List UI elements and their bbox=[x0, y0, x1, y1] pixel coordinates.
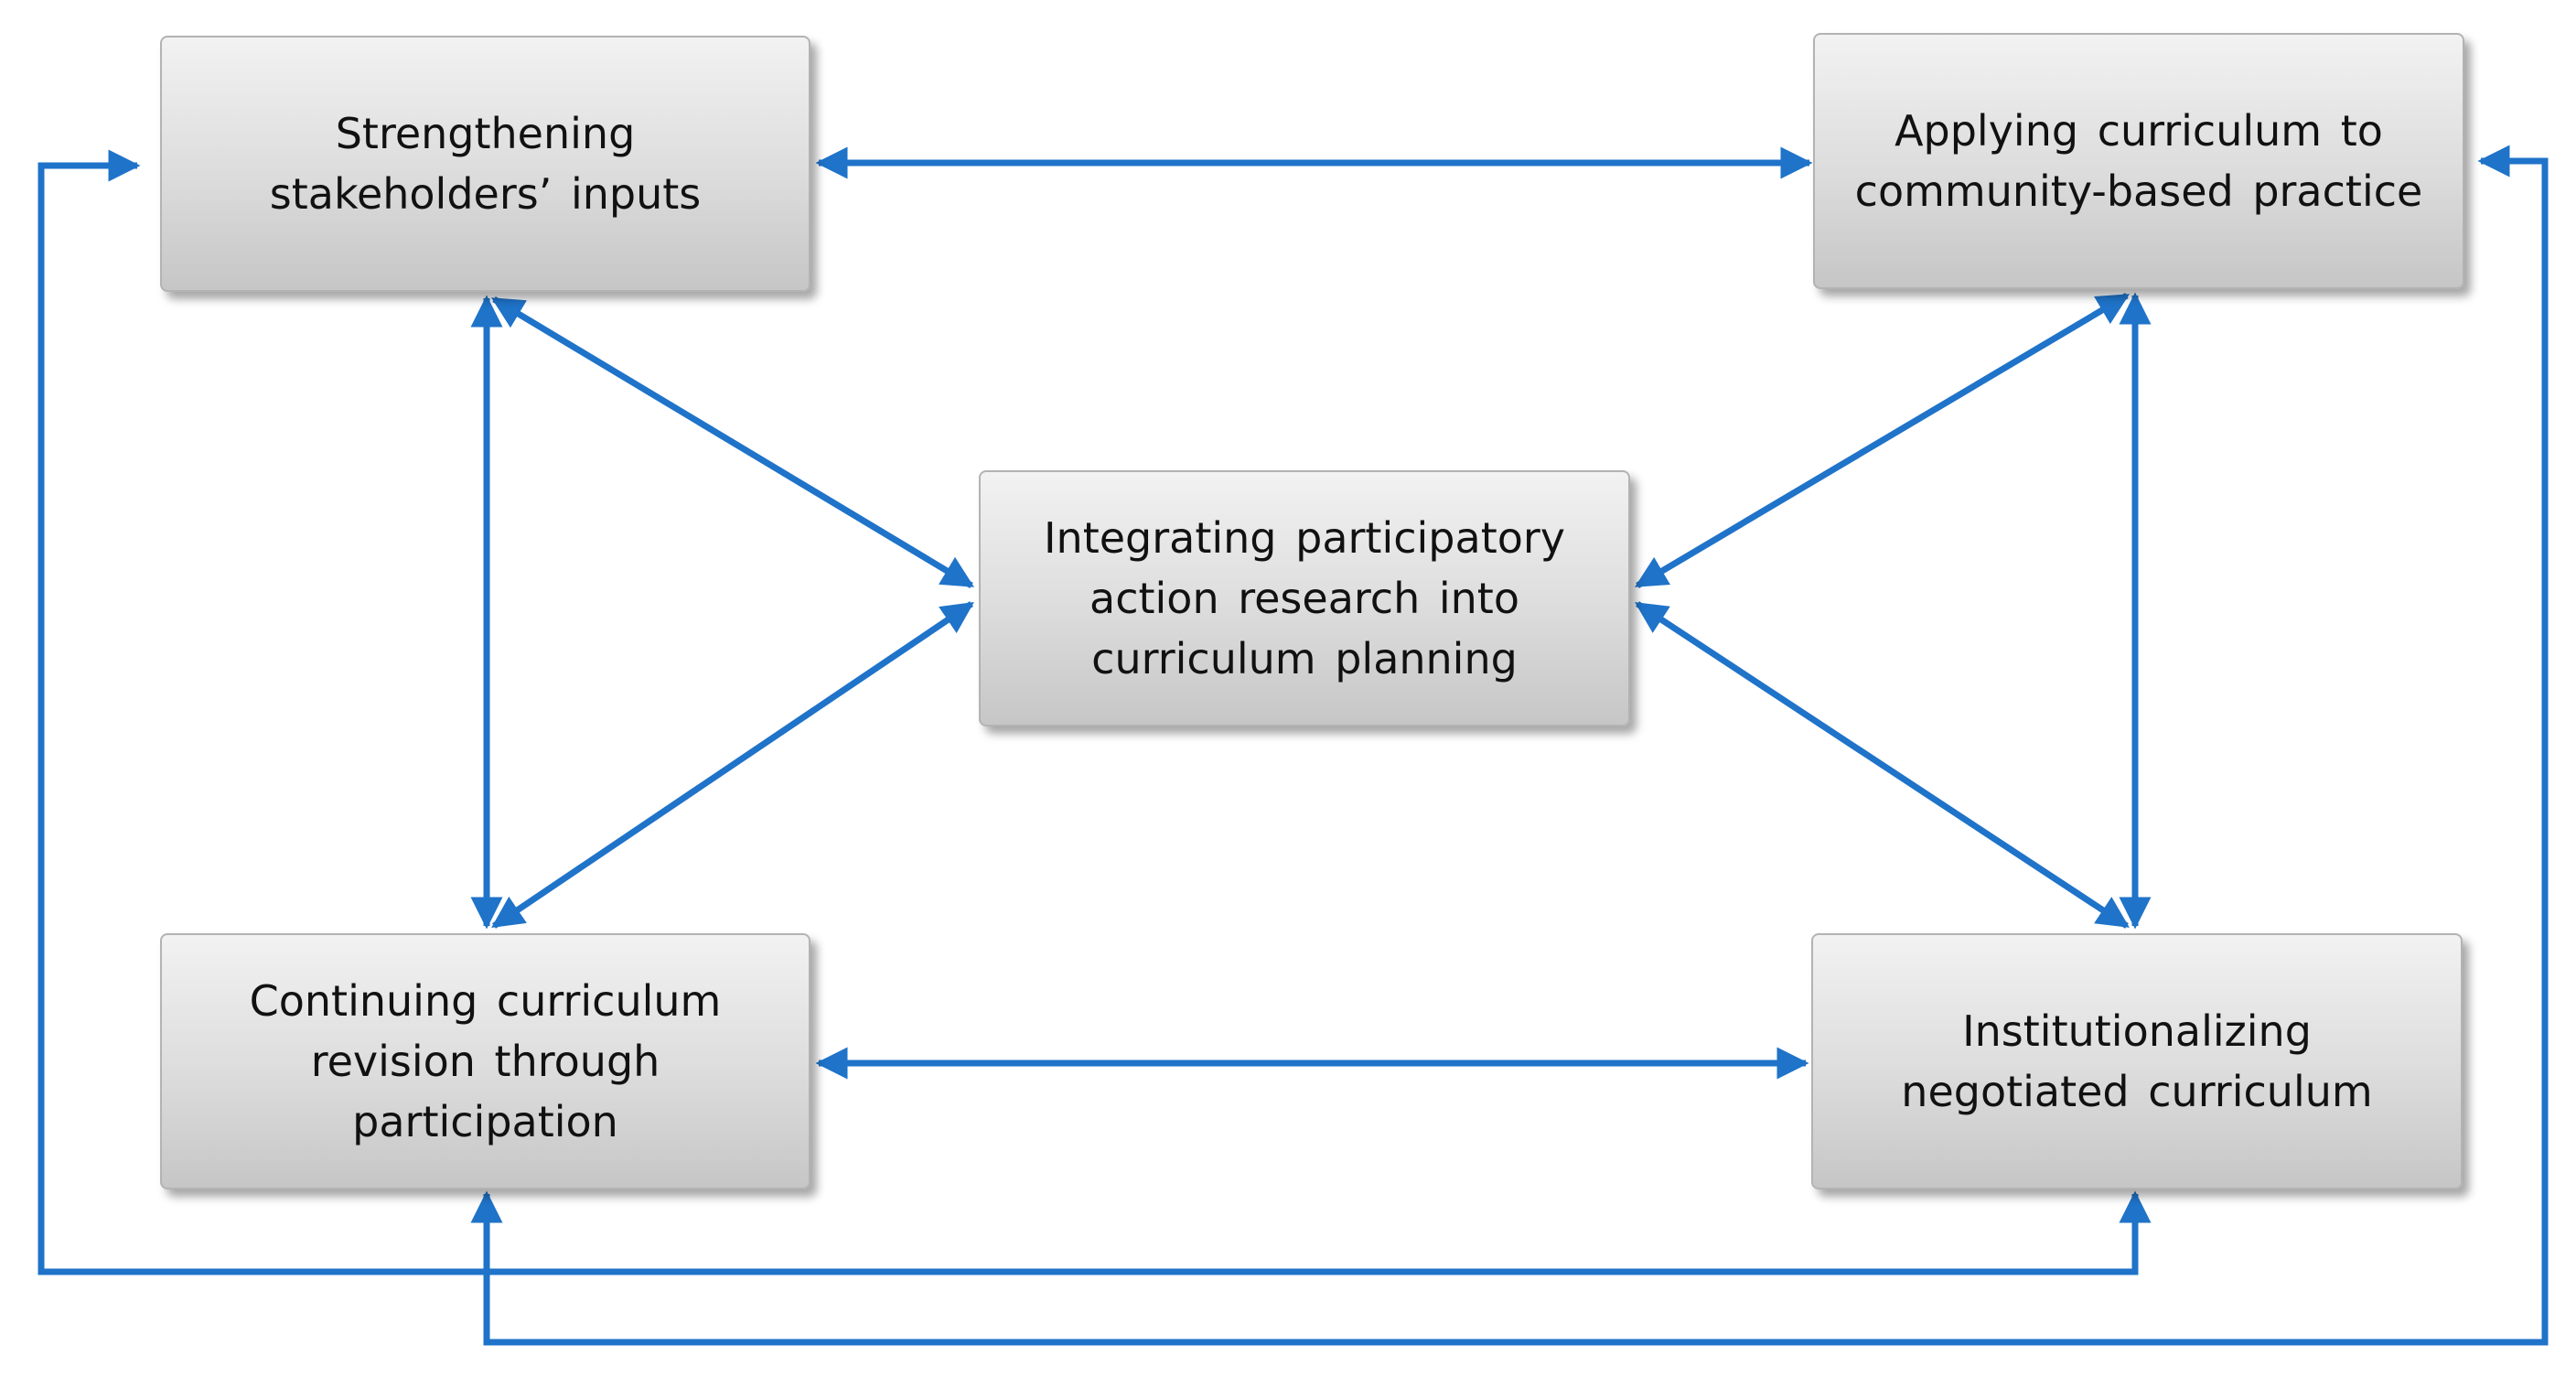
node-continuing-curriculum-revision: Continuing curriculum revision through p… bbox=[160, 933, 810, 1189]
node-integrating-participatory-action-research: Integrating participatory action researc… bbox=[979, 470, 1630, 726]
node-applying-curriculum: Applying curriculum to community-based p… bbox=[1813, 33, 2464, 289]
loop-bottom-left-top-right bbox=[470, 145, 2549, 1346]
arrow-bottom-left-center bbox=[491, 601, 974, 929]
arrow-top-right-center bbox=[1634, 292, 2131, 589]
node-strengthening-stakeholders-inputs: Strengthening stakeholders’ inputs bbox=[160, 36, 810, 292]
node-label: Integrating participatory action researc… bbox=[1043, 513, 1566, 683]
node-label: Institutionalizing negotiated curriculum bbox=[1901, 1006, 2373, 1116]
loop-top-left-bottom-right bbox=[38, 149, 2152, 1275]
node-label: Applying curriculum to community-based p… bbox=[1854, 106, 2423, 216]
arrow-top-left-center bbox=[490, 296, 975, 589]
node-label: Continuing curriculum revision through p… bbox=[249, 976, 722, 1146]
node-label: Strengthening stakeholders’ inputs bbox=[269, 109, 702, 219]
node-institutionalizing-negotiated-curriculum: Institutionalizing negotiated curriculum bbox=[1811, 933, 2463, 1189]
arrow-bottom-right-center bbox=[1635, 601, 2130, 929]
